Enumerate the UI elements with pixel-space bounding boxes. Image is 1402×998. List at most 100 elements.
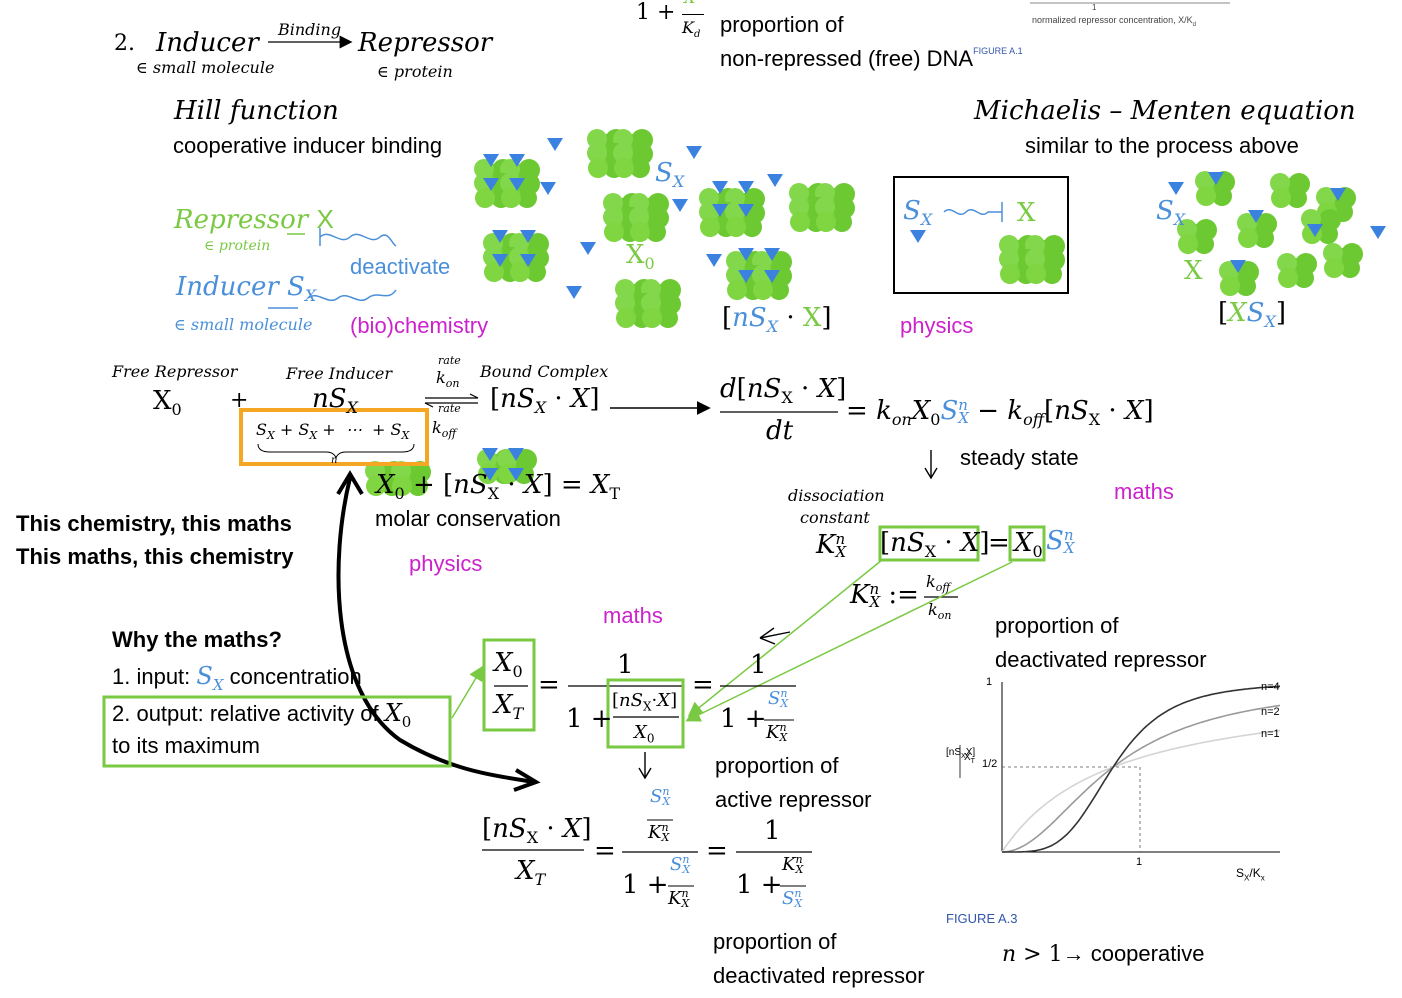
ode-denominator: dt: [766, 416, 794, 446]
eq-x0: X0: [153, 386, 182, 420]
legend-n4: n=4: [1261, 681, 1280, 693]
mm-sx-label: SX: [1156, 196, 1186, 230]
brace-sum: SX + SX + ⋯ + SX: [256, 420, 410, 443]
hill-title: Hill function: [174, 96, 339, 126]
mm-squiggle: [943, 202, 1003, 222]
deact-label-1: proportion of: [713, 929, 837, 954]
reaction-number: 2.: [114, 31, 135, 56]
ode-numerator: d[nSX · X]: [720, 374, 847, 408]
eq-plus: +: [230, 388, 249, 413]
eq-nsx: nSX: [312, 384, 358, 418]
cooperative-label: n > 1→ cooperative: [1002, 941, 1205, 967]
top-frac-den: Kd: [682, 18, 701, 41]
ratio-one-plus-2: 1 +: [720, 704, 767, 734]
bound-complex-label: Bound Complex: [480, 362, 609, 381]
ratio-eq-2: =: [692, 670, 714, 700]
x0-xt-box: [482, 638, 536, 732]
orange-box: [239, 408, 429, 466]
top-one-plus: 1 +: [636, 0, 676, 25]
repressor-sub: ∈ protein: [377, 62, 453, 81]
legend-repressor-sub: ∈ protein: [204, 238, 271, 254]
figure-a1-label: FIGURE A.1: [973, 46, 1023, 56]
dissoc-eq: =: [988, 528, 1010, 558]
figure-a3-label: FIGURE A.3: [946, 911, 1018, 926]
hill-plot: [1001, 682, 1281, 853]
free-dna-label-1: proportion of: [720, 12, 844, 37]
plot-ylabel-num: [nSXX]: [946, 747, 976, 760]
ratio-xt: XT: [494, 690, 524, 724]
small-arrow-back: [759, 627, 791, 645]
plot-xlabel: SX/Kx: [1236, 866, 1265, 883]
ratio-one-plus-1: 1 +: [566, 704, 613, 734]
molar-conservation-label: molar conservation: [375, 506, 561, 531]
plot-ytick-half: 1/2: [982, 758, 998, 770]
ratio-one-2: 1: [750, 650, 767, 680]
complex-box: [878, 525, 980, 562]
active-label-1: proportion of: [715, 753, 839, 778]
active-label-2: active repressor: [715, 787, 872, 812]
hill-subtitle: cooperative inducer binding: [173, 133, 443, 158]
mm-box-x: X: [1017, 198, 1036, 228]
bound-eq-1: =: [594, 836, 616, 866]
plot-title-1: proportion of: [995, 613, 1119, 638]
deact-label-2: deactivated repressor: [713, 963, 925, 988]
maths-label-right: maths: [1114, 479, 1174, 504]
eq-complex: [nSX · X]: [490, 384, 600, 418]
dissoc-label-2: constant: [800, 508, 870, 527]
norm-axis-label: normalized repressor concentration, X/Kd: [1032, 15, 1196, 28]
mm-box-sx: SX: [903, 196, 933, 230]
rate-off-label: rate: [438, 402, 461, 415]
dissoc-x0: X0: [1014, 528, 1043, 562]
mm-subtitle: similar to the process above: [1025, 133, 1299, 158]
output-line-2: to its maximum: [112, 733, 260, 758]
bound-one: 1: [764, 816, 781, 846]
cartoon-x0-label: X0: [626, 240, 655, 274]
legend-n1: n=1: [1261, 728, 1280, 740]
mm-x-label: X: [1184, 256, 1203, 286]
physics-label-mid: physics: [409, 551, 483, 576]
x0-box: [1008, 525, 1046, 562]
why-maths: Why the maths?: [112, 627, 282, 652]
maths-label-center: maths: [603, 603, 663, 628]
top-frac-num: X: [684, 0, 695, 7]
output-box: [102, 695, 452, 768]
binding-label: Binding: [278, 20, 342, 39]
underbrace: [257, 443, 415, 460]
k-off: koff: [432, 418, 457, 441]
plot-ylabel-den: XT: [964, 752, 975, 765]
green-arrow-1: [687, 559, 883, 717]
ratio-x0: X0: [494, 648, 523, 682]
top-frac-bar: [682, 14, 704, 15]
curve-n2: [1001, 704, 1281, 853]
input-line: 1. input: SX concentration: [112, 662, 362, 694]
plot-ytick-1: 1: [986, 676, 993, 688]
repressor-squiggle: [319, 228, 397, 247]
inducer-sub: ∈ small molecule: [136, 58, 275, 77]
bound-den: XT: [516, 856, 546, 890]
slogan-2: This maths, this chemistry: [16, 544, 294, 569]
mm-complex-label: [XSX]: [1218, 298, 1287, 332]
cartoon-complex-label: [nSX · X]: [722, 303, 832, 337]
output-line-1: 2. output: relative activity of X0: [112, 699, 412, 731]
legend-inducer-sub: ∈ small molecule: [174, 315, 313, 334]
k-on: kon: [436, 368, 460, 391]
slogan-1: This chemistry, this maths: [16, 511, 292, 536]
ratio-one-1: 1: [617, 650, 634, 680]
green-arrow-2: [685, 561, 1013, 722]
biochem-label: (bio)chemistry: [350, 313, 489, 338]
ratio-eq-1: =: [538, 670, 560, 700]
repressor-label: Repressor: [358, 28, 493, 58]
cartoon-sx-label: SX: [655, 158, 685, 192]
deactivate-label: deactivate: [350, 254, 451, 279]
physics-label-top: physics: [900, 313, 974, 338]
